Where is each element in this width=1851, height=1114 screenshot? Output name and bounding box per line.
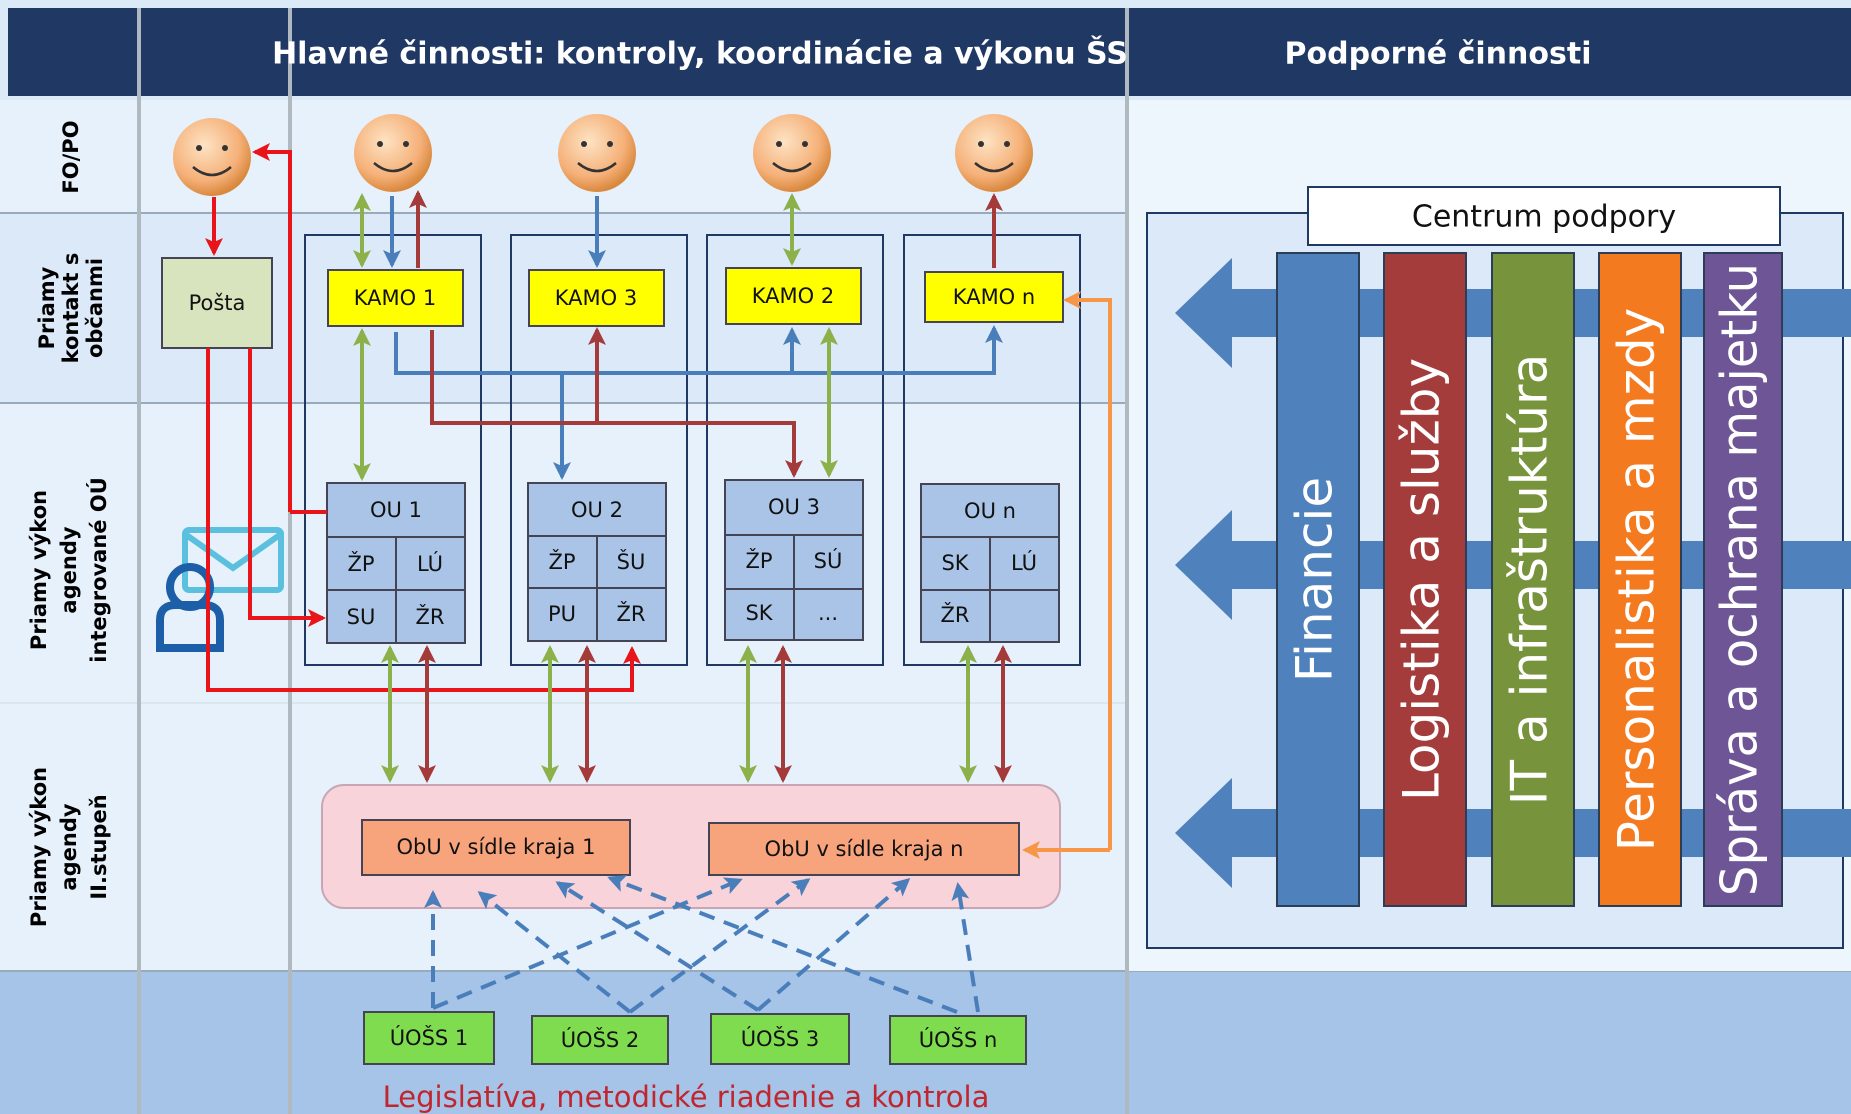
uoss-box-3: ÚOŠS 3 — [741, 1026, 820, 1051]
posta-label: Pošta — [189, 291, 246, 315]
obu-box-n: ObU v sídle kraja n — [765, 837, 964, 861]
kamo-boxes: KAMO 1 KAMO 3 KAMO 2 KAMO n — [327, 267, 1064, 327]
ou-cell: ŽP — [745, 548, 772, 573]
ou-box-n: OU n SK LÚ ŽR — [920, 483, 1060, 643]
support-bar-label: Logistika a služby — [1393, 358, 1451, 801]
ou-box-2: OU 2 ŽP ŠU PU ŽR — [527, 482, 667, 642]
posta-box: Pošta — [161, 257, 273, 349]
ou-cell: LÚ — [1011, 550, 1037, 575]
ou-cell: SK — [941, 551, 969, 575]
face-icon — [558, 114, 636, 192]
ou-cell: SK — [745, 601, 773, 625]
row-label-contact-3: občanmi — [83, 258, 107, 358]
header-bar: Hlavné činnosti: kontroly, koordinácie a… — [8, 8, 1851, 1114]
ou-title: OU 2 — [571, 498, 623, 522]
legislation-caption: Legislatíva, metodické riadenie a kontro… — [383, 1080, 990, 1114]
row-label-integrated-2: agendy — [57, 526, 81, 613]
kamo-label: KAMO n — [953, 285, 1035, 309]
kamo-label: KAMO 3 — [555, 286, 637, 310]
row-label-contact-2: kontakt s — [59, 253, 83, 364]
ou-title: OU n — [964, 499, 1016, 523]
ou-box-3: OU 3 ŽP SÚ SK ... — [724, 479, 864, 641]
row-label-integrated-1: Priamy výkon — [27, 490, 51, 650]
row-label-second-3: II.stupeň — [87, 794, 111, 899]
ou-cell: ... — [818, 601, 838, 625]
kamo-label: KAMO 1 — [354, 286, 436, 310]
support-bar-label: Personalistika a mzdy — [1608, 308, 1666, 851]
row-label-second-2: agendy — [57, 803, 81, 890]
row-label-contact-1: Priamy — [35, 266, 59, 349]
uoss-box-2: ÚOŠS 2 — [561, 1027, 640, 1052]
uoss-box-n: ÚOŠS n — [919, 1027, 998, 1052]
ou-cell: SÚ — [814, 548, 843, 573]
support-bar-label: IT a infraštruktúra — [1501, 354, 1559, 805]
support-bar — [1703, 252, 1783, 907]
obu-box-1: ObU v sídle kraja 1 — [397, 835, 596, 859]
kamo-box-1: KAMO 1 — [327, 269, 464, 327]
support-bar — [1598, 252, 1682, 907]
support-bar-label: Správa a ochrana majetku — [1711, 263, 1769, 896]
uoss-boxes: ÚOŠS 1 ÚOŠS 2 ÚOŠS 3 ÚOŠS n — [363, 1011, 1027, 1065]
envelope-icon — [182, 527, 284, 593]
support-bar-label: Financie — [1286, 477, 1344, 682]
header-main-activities: Hlavné činnosti: kontroly, koordinácie a… — [272, 35, 1128, 72]
ou-cell: ŠU — [617, 549, 646, 574]
ou-cell: ŽP — [347, 551, 374, 576]
face-icon — [354, 114, 432, 192]
ou-box-1: OU 1 ŽP LÚ SU ŽR — [326, 482, 466, 644]
row-labels: FO/PO Priamy kontakt s občanmi Priamy vý… — [27, 120, 111, 927]
row-label-second-1: Priamy výkon — [27, 767, 51, 927]
face-icon — [173, 118, 251, 196]
ou-title: OU 1 — [370, 498, 422, 522]
face-icon — [753, 114, 831, 192]
kamo-box-n: KAMO n — [924, 271, 1064, 323]
ou-cell: SU — [347, 605, 376, 629]
citizens — [173, 114, 1033, 196]
ou-cell: ŽR — [617, 601, 646, 626]
ou-boxes: OU 1 ŽP LÚ SU ŽR OU 2 ŽP ŠU PU ŽR OU 3 Ž… — [326, 479, 1060, 644]
support-bar — [1276, 252, 1360, 907]
ou-cell: ŽP — [548, 549, 575, 574]
row-label-integrated-3: integrované OÚ — [86, 477, 111, 663]
support-center: Centrum podpory Financie Logistika a služ… — [1146, 186, 1851, 949]
kamo-box-3: KAMO 3 — [528, 269, 665, 327]
connectors — [205, 143, 1112, 1014]
ou-cell: LÚ — [417, 551, 443, 576]
header-support-activities: Podporné činnosti — [1285, 37, 1592, 72]
ou-cell: PU — [548, 602, 576, 626]
support-bars: Financie Logistika a služby IT a infraštru… — [1276, 252, 1783, 907]
kamo-label: KAMO 2 — [752, 284, 834, 308]
ou-cell: ŽR — [416, 604, 445, 629]
support-bar — [1383, 252, 1467, 907]
kamo-box-2: KAMO 2 — [725, 267, 862, 325]
uoss-box-1: ÚOŠS 1 — [390, 1025, 469, 1050]
second-degree-container: ObU v sídle kraja 1 ObU v sídle kraja n — [321, 784, 1061, 909]
row-label-fo-po: FO/PO — [59, 120, 83, 193]
support-bar — [1491, 252, 1575, 907]
ou-cell: ŽR — [941, 602, 970, 627]
ou-title: OU 3 — [768, 495, 820, 519]
face-icon — [955, 114, 1033, 192]
support-center-title: Centrum podpory — [1412, 200, 1676, 235]
